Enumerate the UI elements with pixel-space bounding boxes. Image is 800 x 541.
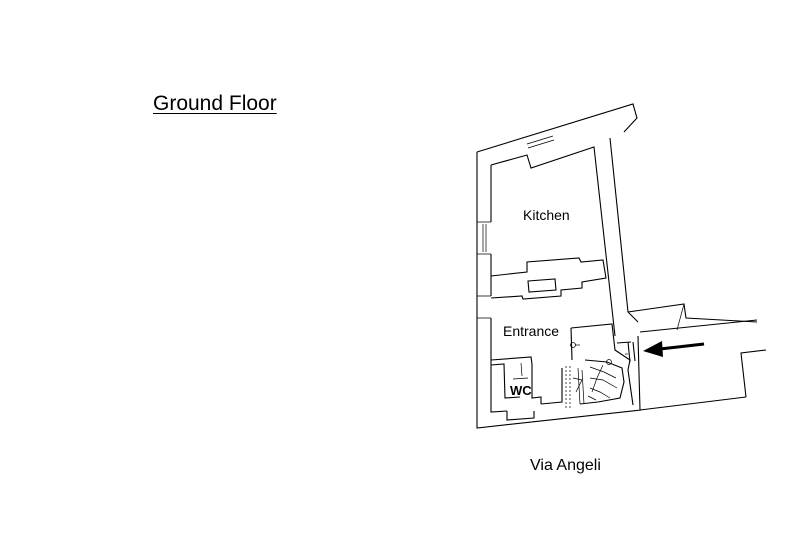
entry-arrow-icon	[643, 341, 705, 357]
building-outline	[476, 103, 642, 429]
wc-partitions	[490, 356, 563, 421]
page-title: Ground Floor	[153, 92, 277, 115]
staircase	[565, 323, 634, 410]
adjacent-building	[627, 303, 767, 411]
room-label-wc: WC	[510, 383, 532, 398]
street-label: Via Angeli	[530, 457, 601, 474]
kitchen-partition	[490, 257, 607, 300]
entrance-doorway	[616, 341, 636, 363]
room-label-kitchen: Kitchen	[523, 207, 570, 223]
room-label-entrance: Entrance	[503, 323, 559, 339]
